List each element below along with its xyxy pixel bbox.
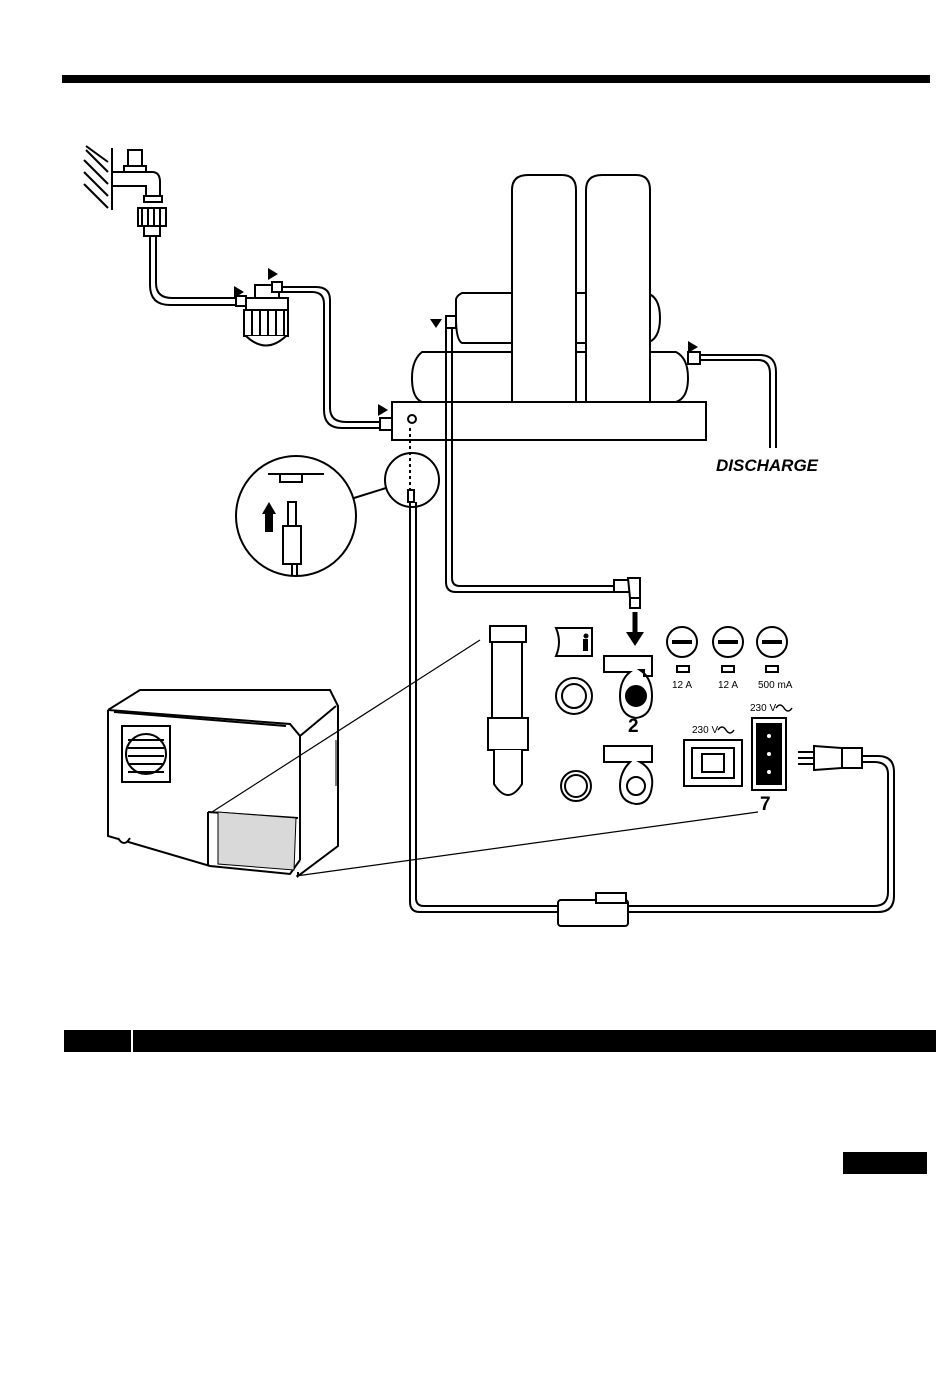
wall-tap	[84, 146, 166, 236]
up-arrow-icon	[262, 502, 276, 532]
marker-block	[843, 1152, 927, 1174]
outlet-voltage-label: 230 V	[750, 703, 776, 714]
fuse-label-2: 12 A	[718, 680, 738, 691]
connector-detail	[236, 428, 439, 576]
connector-number-7: 7	[760, 794, 771, 815]
water-filter	[236, 282, 288, 346]
inline-switch	[558, 893, 628, 926]
discharge-label: DISCHARGE	[716, 456, 819, 475]
filter-to-unit-hose	[282, 287, 384, 428]
water-inlet-hose	[150, 236, 240, 305]
water-treatment-unit	[380, 175, 706, 440]
section-header-divider	[131, 1030, 133, 1052]
rear-panel	[488, 626, 787, 804]
inlet-voltage-label: 230 V	[692, 725, 718, 736]
autoclave-access-panel	[218, 812, 296, 870]
power-plug	[798, 746, 862, 770]
connector-number-2: 2	[628, 716, 639, 737]
section-header-bar	[64, 1030, 936, 1052]
fuse-label-1: 12 A	[672, 680, 692, 691]
elbow-connector	[614, 578, 640, 608]
insert-arrow	[626, 612, 644, 646]
fuse-label-3: 500 mA	[758, 680, 793, 691]
discharge-hose	[700, 355, 776, 448]
